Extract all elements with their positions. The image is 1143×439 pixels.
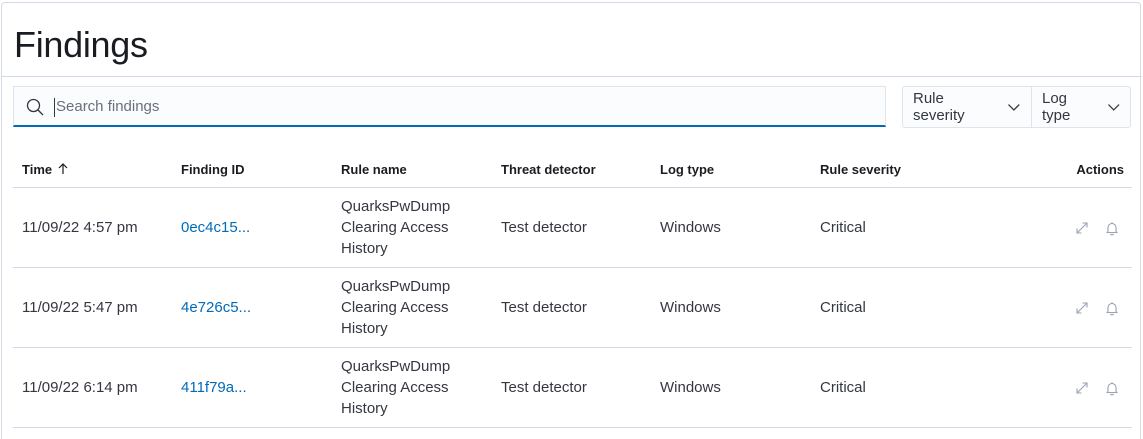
bell-icon[interactable] xyxy=(1104,300,1120,316)
title-divider xyxy=(2,76,1142,77)
column-header-finding-id[interactable]: Finding ID xyxy=(172,153,332,188)
cell-threat-detector: Test detector xyxy=(492,347,651,428)
sort-ascending-icon xyxy=(58,163,68,175)
chevron-down-icon xyxy=(1008,104,1020,111)
chevron-down-icon xyxy=(1107,104,1119,111)
cell-time: 11/09/22 4:57 pm xyxy=(13,187,172,268)
finding-id-link[interactable]: 0ec4c15... xyxy=(181,218,251,236)
column-header-log-type[interactable]: Log type xyxy=(651,153,811,188)
bell-icon[interactable] xyxy=(1104,220,1120,236)
filter-group: Rule severity Log type xyxy=(902,86,1131,128)
table-row: 11/09/22 5:47 pm 4e726c5... QuarksPwDump… xyxy=(13,267,1132,348)
rule-severity-filter-label: Rule severity xyxy=(913,90,965,124)
cell-time: 11/09/22 5:47 pm xyxy=(13,267,172,348)
findings-table: Time Finding ID Rule name Threat detecto… xyxy=(13,153,1132,428)
cell-rule-severity: Critical xyxy=(811,347,971,428)
table-header-row: Time Finding ID Rule name Threat detecto… xyxy=(13,153,1132,188)
search-icon xyxy=(26,98,44,116)
finding-id-link[interactable]: 4e726c5... xyxy=(181,298,252,316)
rule-severity-filter-button[interactable]: Rule severity xyxy=(903,87,1032,127)
text-cursor xyxy=(54,98,55,117)
finding-id-link[interactable]: 411f79a... xyxy=(181,378,247,396)
cell-actions xyxy=(971,187,1132,268)
log-type-filter-label: Log type xyxy=(1042,90,1071,124)
expand-icon[interactable] xyxy=(1074,380,1090,396)
cell-threat-detector: Test detector xyxy=(492,187,651,268)
bell-icon[interactable] xyxy=(1104,380,1120,396)
cell-threat-detector: Test detector xyxy=(492,267,651,348)
log-type-filter-button[interactable]: Log type xyxy=(1032,87,1130,127)
cell-rule-severity: Critical xyxy=(811,267,971,348)
column-header-time[interactable]: Time xyxy=(13,153,172,188)
cell-rule-name: QuarksPwDump Clearing Access History xyxy=(332,267,492,348)
column-header-rule-name[interactable]: Rule name xyxy=(332,153,492,188)
cell-rule-name: QuarksPwDump Clearing Access History xyxy=(332,187,492,268)
cell-actions xyxy=(971,267,1132,348)
column-header-threat-detector[interactable]: Threat detector xyxy=(492,153,651,188)
table-row: 11/09/22 4:57 pm 0ec4c15... QuarksPwDump… xyxy=(13,187,1132,268)
cell-rule-severity: Critical xyxy=(811,187,971,268)
column-header-rule-severity[interactable]: Rule severity xyxy=(811,153,971,188)
search-input[interactable] xyxy=(54,93,874,120)
expand-icon[interactable] xyxy=(1074,220,1090,236)
page-title: Findings xyxy=(14,24,148,65)
column-header-actions: Actions xyxy=(971,153,1132,188)
search-bar[interactable] xyxy=(13,86,886,127)
cell-log-type: Windows xyxy=(651,267,811,348)
expand-icon[interactable] xyxy=(1074,300,1090,316)
cell-time: 11/09/22 6:14 pm xyxy=(13,347,172,428)
cell-rule-name: QuarksPwDump Clearing Access History xyxy=(332,347,492,428)
cell-log-type: Windows xyxy=(651,347,811,428)
cell-actions xyxy=(971,347,1132,428)
table-row: 11/09/22 6:14 pm 411f79a... QuarksPwDump… xyxy=(13,347,1132,428)
cell-log-type: Windows xyxy=(651,187,811,268)
